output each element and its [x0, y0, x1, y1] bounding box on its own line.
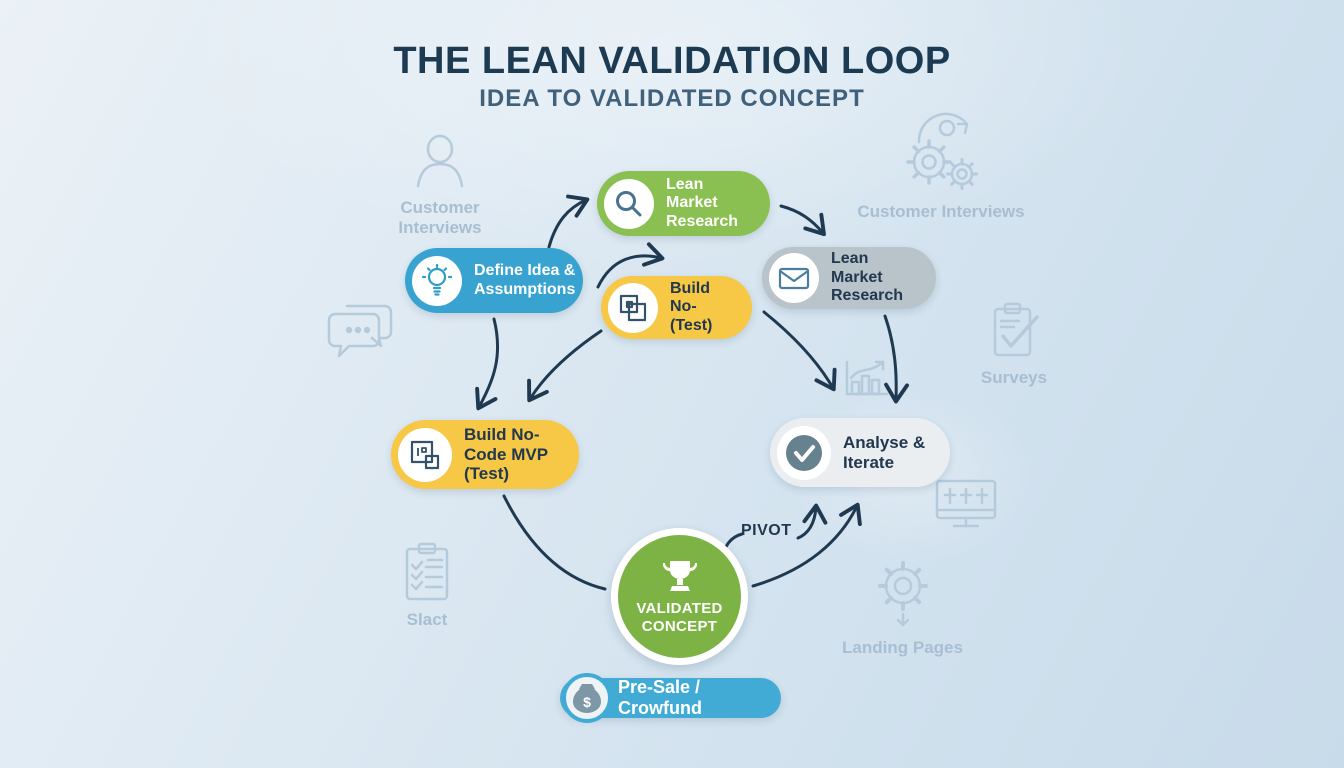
- arrow-mvp-to-validated: [502, 494, 607, 591]
- person-icon: [416, 134, 464, 188]
- bg-surveys: Surveys: [970, 300, 1058, 388]
- node-label: Lean Market Research: [666, 175, 739, 230]
- node-label: Lean Market Research: [831, 250, 904, 305]
- bg-customer-interviews-left: Customer Interviews: [385, 134, 495, 239]
- bg-landing-pages: Landing Pages: [830, 560, 975, 658]
- envelope-icon: [769, 253, 819, 303]
- arrow-build-to-mvp: [527, 329, 603, 403]
- money-bag-icon: $: [562, 673, 612, 723]
- bg-label: Customer Interviews: [398, 198, 482, 238]
- node-lean-market-research: Lean Market Research: [597, 171, 770, 236]
- bg-growth-chart: [840, 356, 892, 405]
- node-validated-concept: VALIDATED CONCEPT: [611, 528, 748, 665]
- bg-label: Customer Interviews: [857, 202, 1025, 221]
- bg-label: Landing Pages: [842, 638, 963, 657]
- bg-label: Surveys: [980, 368, 1048, 387]
- clipboard-check-icon: [993, 302, 1039, 357]
- node-label: Build No- (Test): [670, 279, 713, 334]
- node-lean-market-research-2: Lean Market Research: [762, 247, 936, 309]
- magnifier-icon: [604, 178, 654, 229]
- bg-label: Slact: [406, 610, 448, 629]
- pivot-label: PIVOT: [741, 522, 792, 539]
- bg-customer-interviews-right: Customer Interviews: [855, 110, 1027, 222]
- node-label: Pre-Sale / Crowfund: [618, 677, 702, 718]
- arrow-define-to-research: [547, 194, 590, 249]
- node-presale-crowdfund: $ Pre-Sale / Crowfund: [560, 673, 781, 723]
- node-label: Build No-Code MVP (Test): [464, 425, 548, 484]
- bg-slact: Slact: [395, 540, 459, 630]
- arrow-pivot-up: [796, 503, 828, 540]
- node-label: Analyse & Iterate: [843, 432, 926, 472]
- bar-chart-icon: [845, 360, 889, 396]
- bg-monitor: [933, 478, 999, 537]
- node-define-idea: Define Idea & Assumptions: [405, 248, 583, 313]
- node-analyse-iterate: Analyse & Iterate: [770, 418, 950, 487]
- gears-refresh-icon: [906, 112, 978, 190]
- clipboard-list-icon: [405, 542, 449, 601]
- node-build-no-test: Build No- (Test): [601, 276, 752, 339]
- trophy-icon: [662, 560, 697, 591]
- gear-down-icon: [877, 561, 928, 627]
- arrow-research-to-gray: [779, 204, 826, 237]
- arrow-define-to-mvp: [475, 317, 500, 411]
- blocks-icon: [608, 282, 658, 333]
- currency-symbol: $: [583, 694, 591, 710]
- arrow-build-to-analyse: [762, 310, 837, 392]
- node-build-mvp: Build No-Code MVP (Test): [391, 420, 579, 489]
- code-blocks-icon: [398, 427, 452, 482]
- page-title: THE LEAN VALIDATION LOOP: [393, 40, 951, 82]
- node-label: Define Idea & Assumptions: [474, 262, 576, 298]
- bg-chat: [323, 298, 398, 369]
- page-subtitle: IDEA TO VALIDATED CONCEPT: [479, 85, 865, 112]
- node-label: VALIDATED CONCEPT: [636, 599, 723, 635]
- monitor-icon: [935, 479, 997, 528]
- lightbulb-icon: [412, 255, 462, 306]
- check-circle-icon: [777, 425, 831, 480]
- chat-bubbles-icon: [327, 304, 392, 358]
